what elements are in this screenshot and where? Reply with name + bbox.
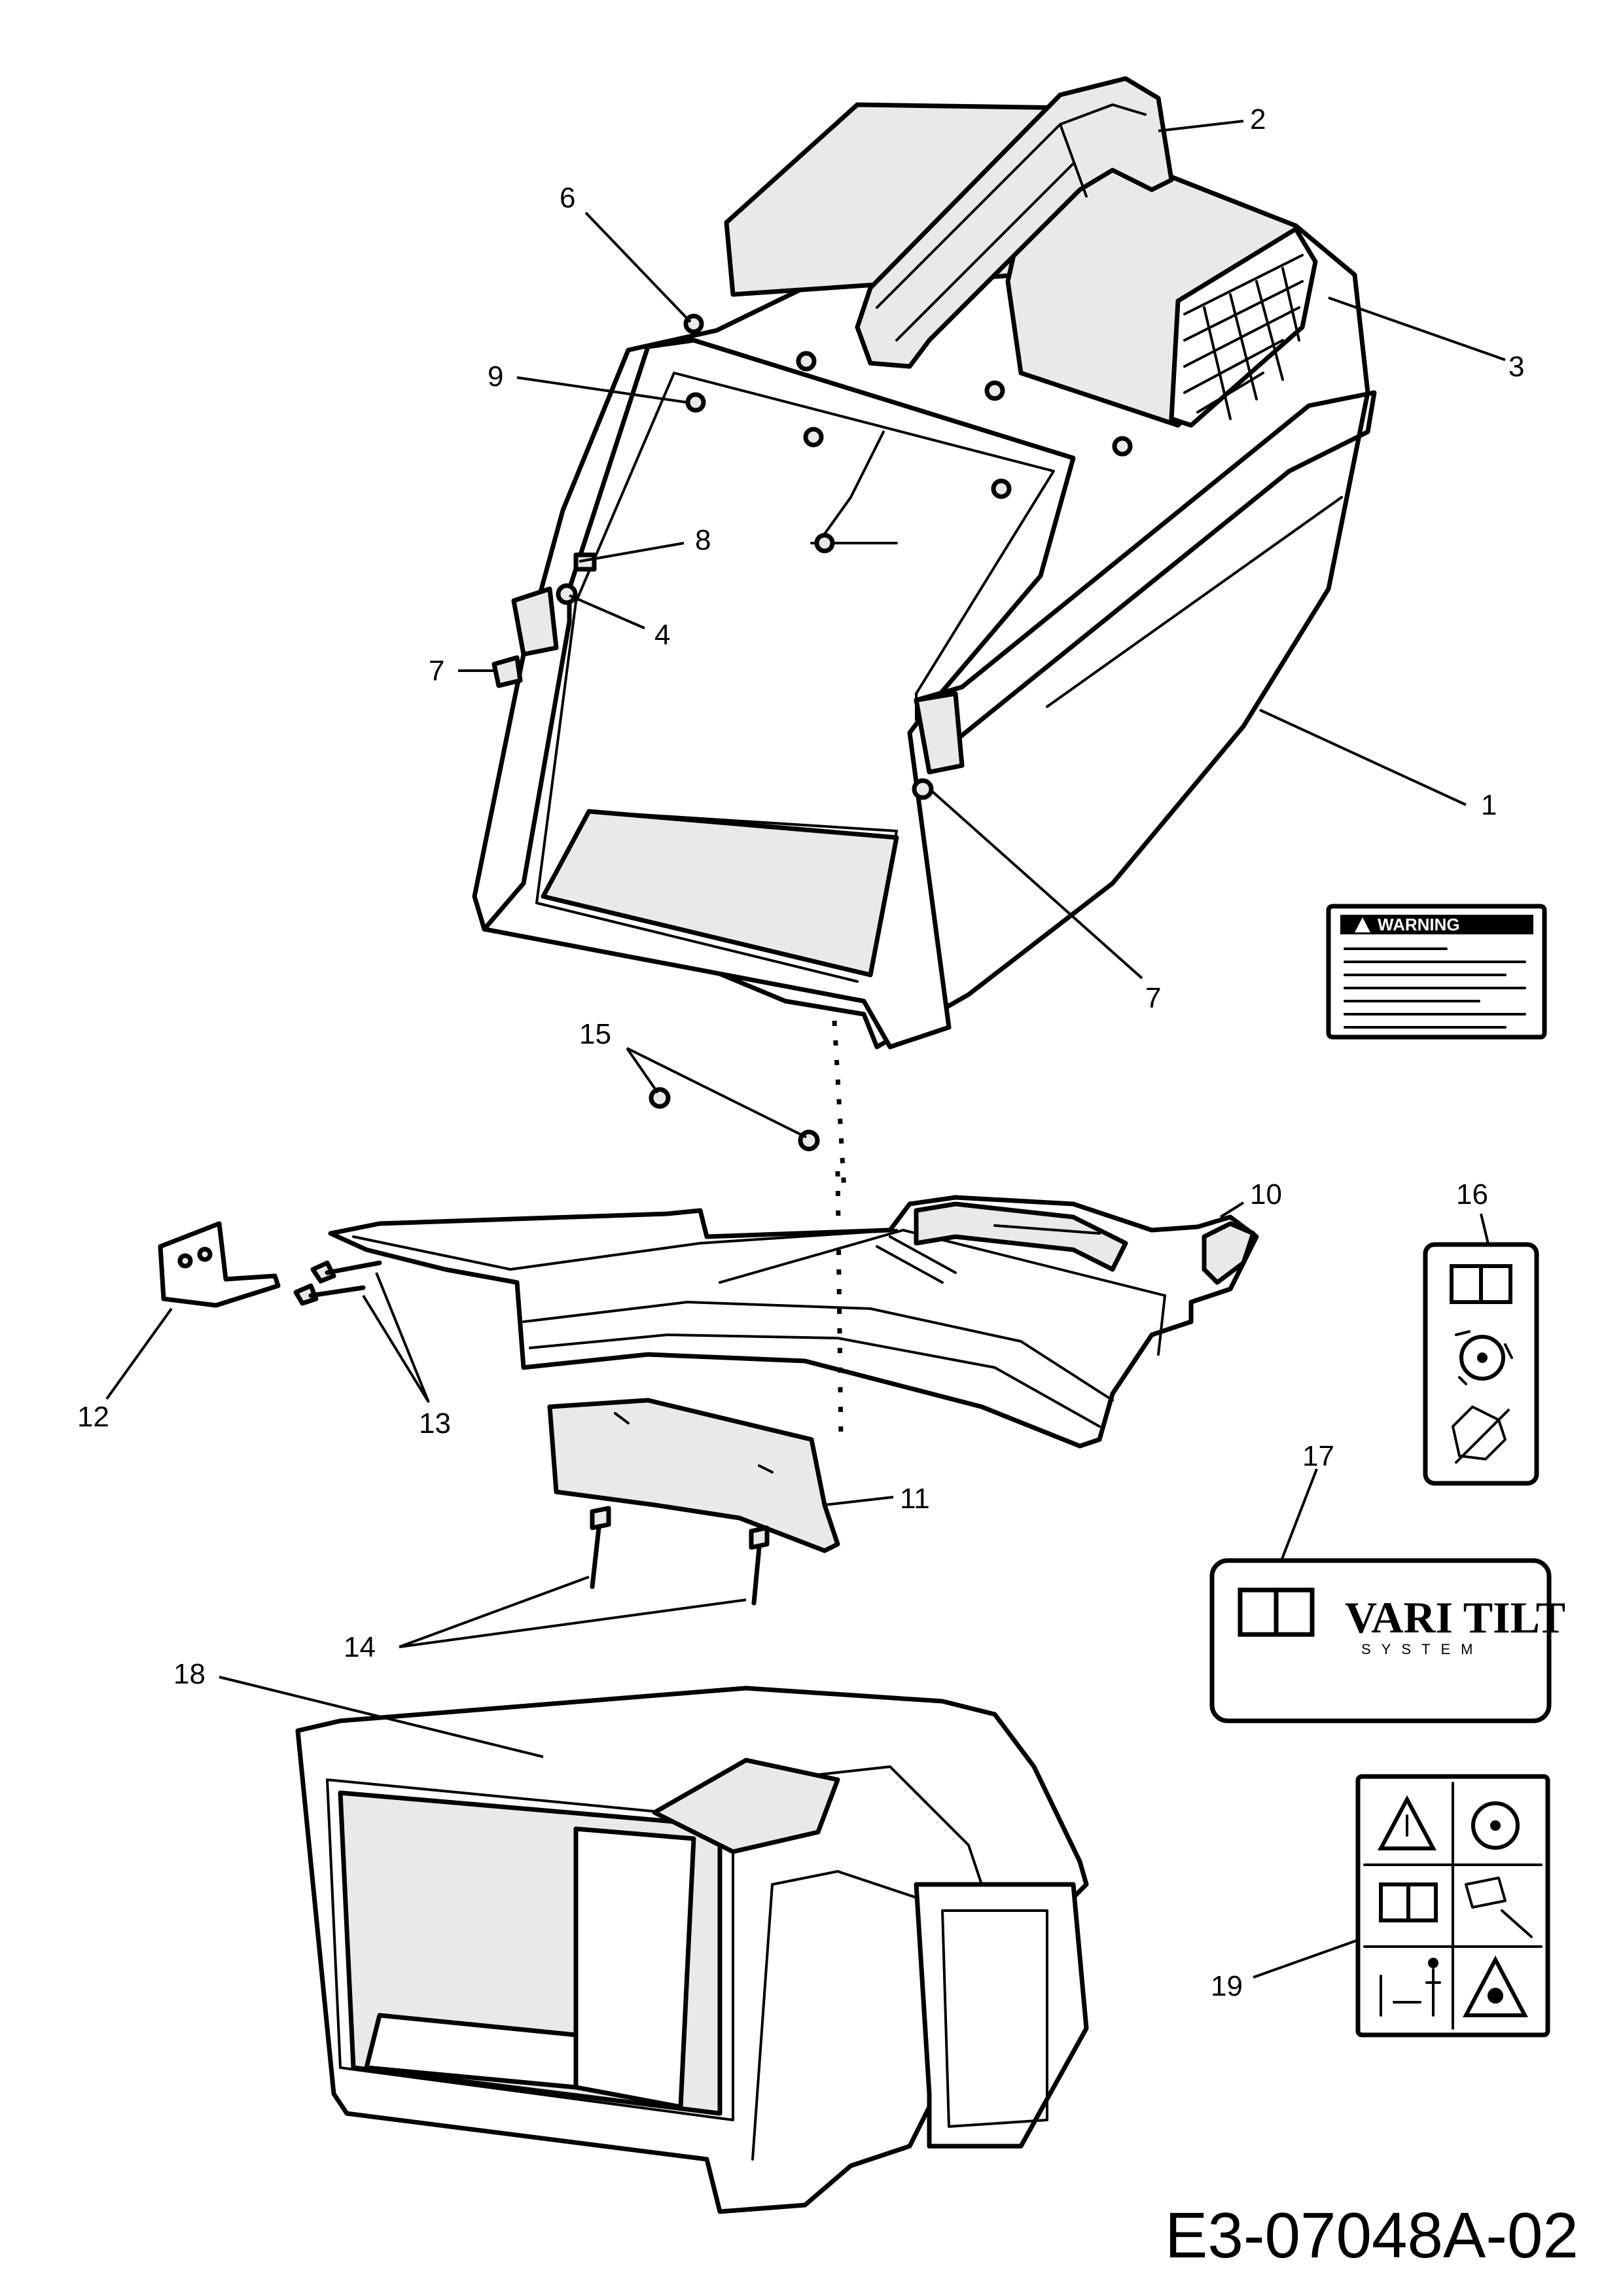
decal-19 bbox=[1355, 1774, 1550, 2038]
callout-14: 14 bbox=[344, 1631, 376, 1663]
nut-9 bbox=[685, 392, 706, 413]
callout-1: 1 bbox=[1481, 789, 1497, 821]
pin-7-right bbox=[912, 778, 934, 800]
callout-10: 10 bbox=[1250, 1178, 1282, 1210]
hand-hazard-icon-2 bbox=[1465, 1877, 1533, 1938]
foot-hazard-icon bbox=[1463, 1955, 1528, 2017]
callout-2: 2 bbox=[1250, 103, 1266, 135]
warning-decal: WARNING bbox=[1326, 904, 1547, 1040]
callout-8: 8 bbox=[695, 524, 711, 556]
leader-lines bbox=[105, 120, 1506, 1979]
callout-9: 9 bbox=[488, 361, 503, 393]
nuts-15 bbox=[649, 1087, 820, 1152]
discharge-chute-18 bbox=[295, 1686, 1089, 2214]
callout-3: 3 bbox=[1508, 351, 1524, 383]
rivet-a bbox=[796, 351, 817, 372]
keep-distance-icon bbox=[1380, 1958, 1441, 2017]
catcher-handle bbox=[855, 76, 1174, 369]
callout-4: 4 bbox=[654, 619, 670, 651]
flap-11 bbox=[547, 1398, 840, 1553]
washer-4 bbox=[556, 583, 578, 605]
rivet-e bbox=[991, 478, 1012, 499]
decal-17: VARI TILT SYSTEM bbox=[1209, 1558, 1565, 1723]
callout-7-left: 7 bbox=[429, 655, 444, 687]
pins-14 bbox=[590, 1506, 770, 1606]
screws-13 bbox=[293, 1260, 382, 1306]
rotating-blade-icon bbox=[1455, 1330, 1513, 1385]
decal-16 bbox=[1423, 1242, 1539, 1486]
rivet-f bbox=[814, 533, 835, 554]
document-code: E3-07048A-02 bbox=[1165, 2199, 1578, 2271]
alert-triangle-icon bbox=[1378, 1795, 1436, 1850]
rivet-c bbox=[984, 380, 1005, 401]
callout-11: 11 bbox=[900, 1483, 930, 1515]
manual-book-icon-2 bbox=[1238, 1587, 1315, 1637]
bracket-12 bbox=[158, 1221, 281, 1308]
clip-8 bbox=[573, 552, 597, 572]
callout-13: 13 bbox=[419, 1407, 451, 1439]
logo-system: SYSTEM bbox=[1361, 1641, 1483, 1657]
rivet-d bbox=[1112, 436, 1133, 457]
callout-18: 18 bbox=[173, 1658, 205, 1690]
callout-7-right: 7 bbox=[1145, 982, 1161, 1014]
rotating-blade-icon-2 bbox=[1471, 1801, 1520, 1850]
callout-15: 15 bbox=[579, 1018, 611, 1050]
logo-vari-tilt: VARI TILT bbox=[1345, 1593, 1565, 1642]
manual-book-icon bbox=[1450, 1264, 1512, 1304]
frame-10 bbox=[328, 1171, 1259, 1449]
callout-16: 16 bbox=[1456, 1178, 1488, 1210]
callout-17: 17 bbox=[1302, 1440, 1334, 1472]
callout-6: 6 bbox=[560, 182, 575, 214]
vent-grille bbox=[1169, 226, 1318, 428]
warning-title: WARNING bbox=[1378, 915, 1460, 934]
manual-book-icon-3 bbox=[1379, 1882, 1438, 1922]
grass-catcher-bag bbox=[472, 76, 1377, 1192]
hinge-bracket-left bbox=[511, 586, 559, 657]
callout-12: 12 bbox=[77, 1401, 109, 1433]
pin-7-left bbox=[491, 655, 523, 688]
hand-hazard-icon bbox=[1452, 1405, 1510, 1464]
rivet-b bbox=[803, 427, 824, 448]
callout-19: 19 bbox=[1211, 1970, 1243, 2002]
hinge-bracket-right bbox=[914, 691, 965, 775]
